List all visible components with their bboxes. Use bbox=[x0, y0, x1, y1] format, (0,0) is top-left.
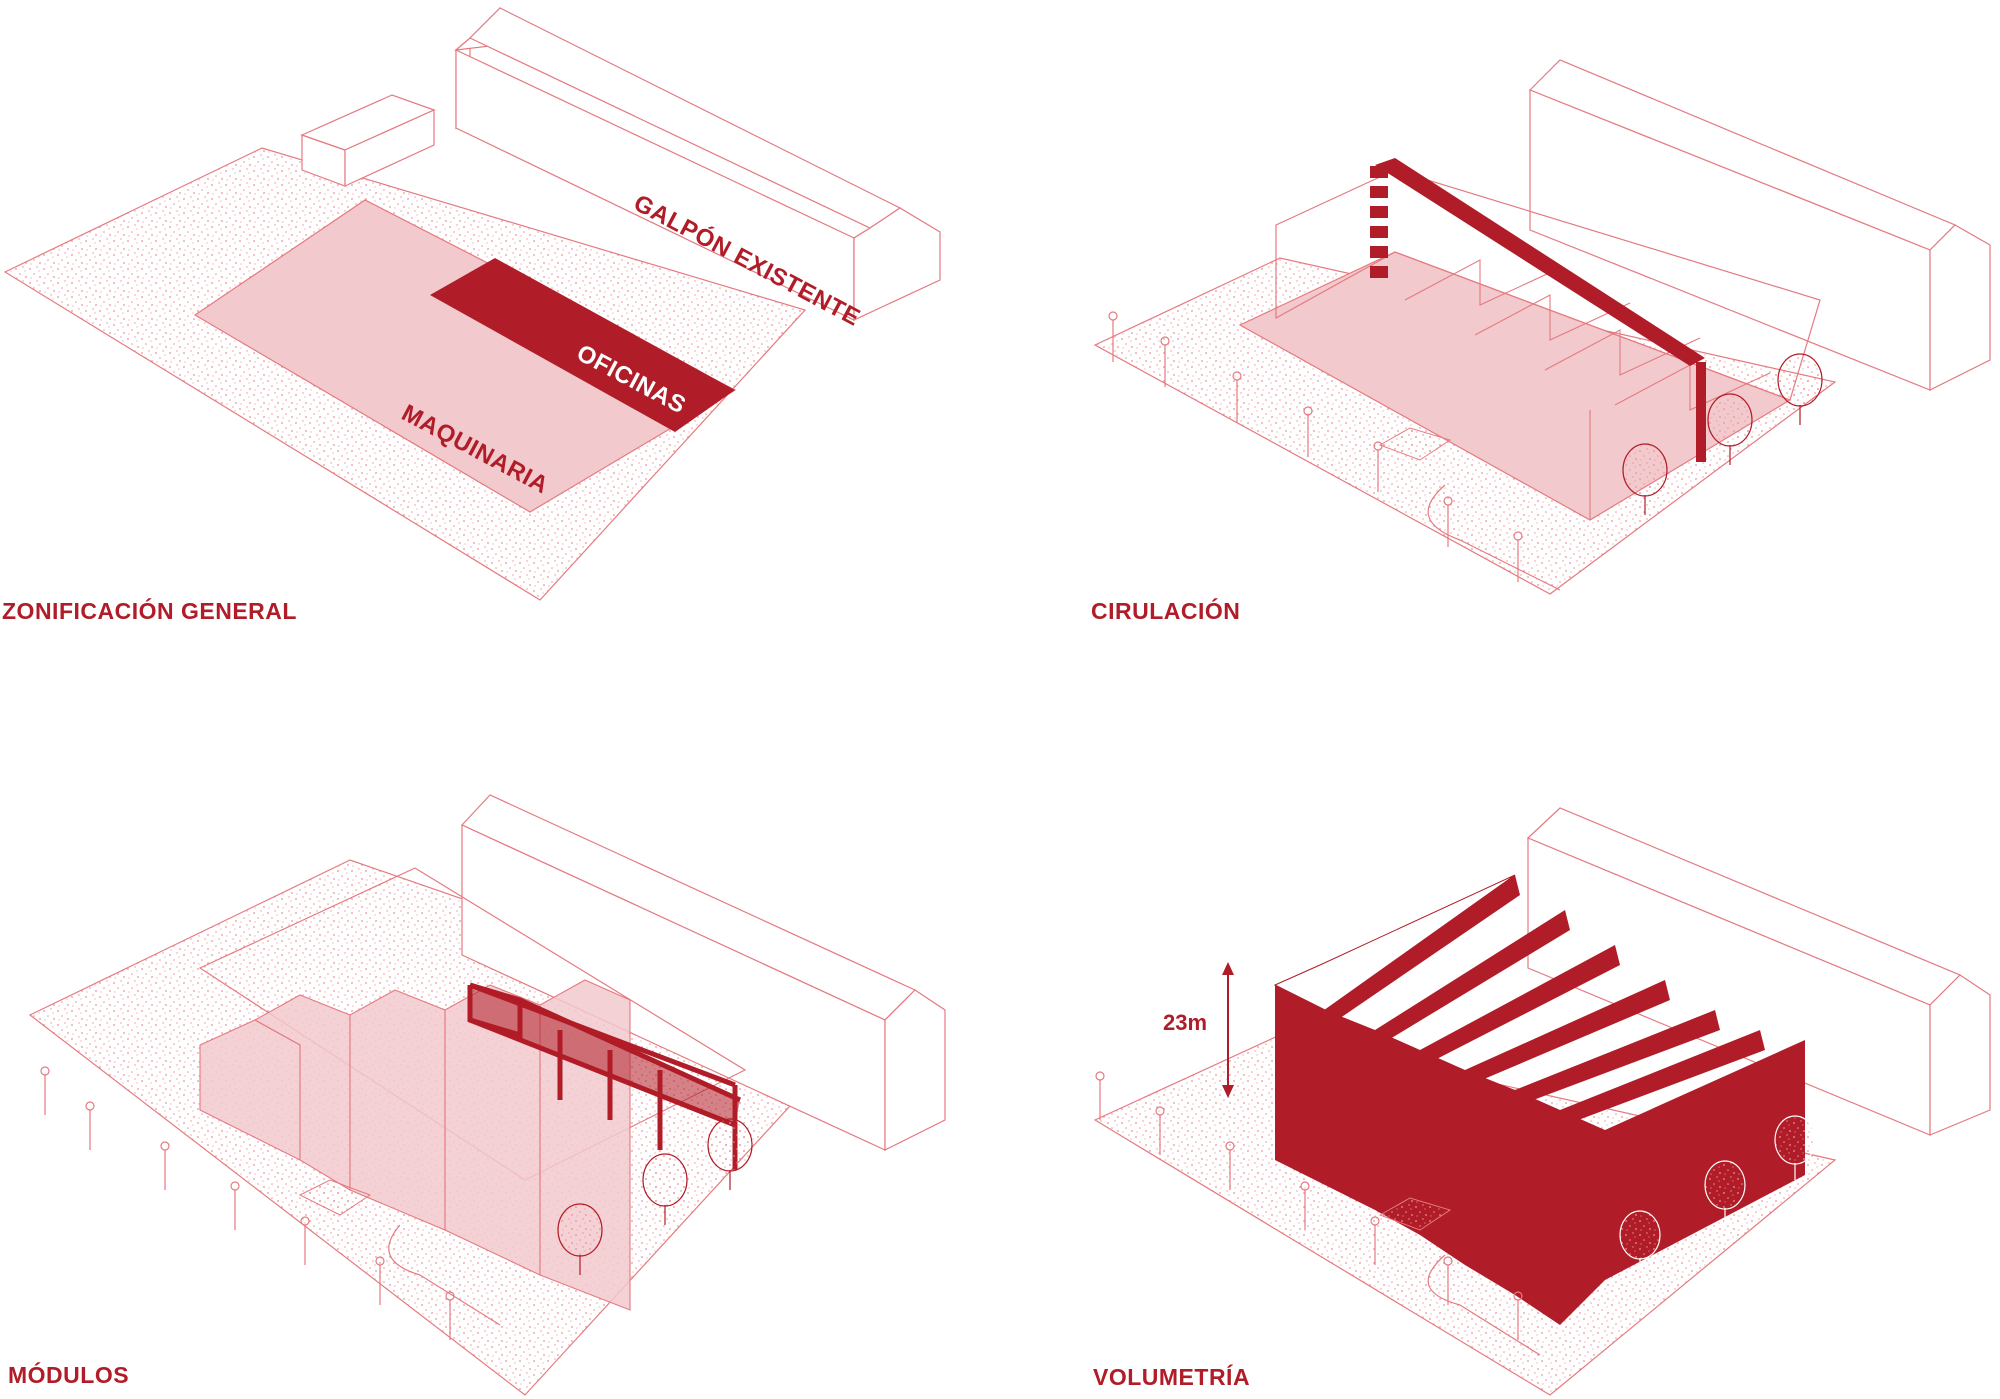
caption-circulacion: CIRULACIÓN bbox=[1091, 597, 1240, 624]
block-front-5 bbox=[1465, 1070, 1515, 1295]
block-front-3 bbox=[1375, 1030, 1420, 1235]
existing-shed bbox=[1526, 807, 1991, 1136]
roof-3 bbox=[1420, 945, 1620, 1065]
caption-modulos: MÓDULOS bbox=[8, 1361, 129, 1388]
panel-zonificacion: GALPÓN EXISTENTE OFICINAS MAQUINARIA ZON… bbox=[2, 7, 941, 624]
roof-1 bbox=[1273, 874, 1516, 1011]
block-front-4 bbox=[1420, 1050, 1465, 1265]
roof-band-1 bbox=[1325, 875, 1520, 1025]
trees bbox=[557, 1118, 753, 1275]
street-lamps bbox=[1108, 311, 1523, 582]
existing-shed bbox=[1528, 59, 1991, 391]
block-front-1 bbox=[1275, 985, 1325, 1185]
small-existing-building bbox=[300, 94, 436, 187]
panel-modulos: MÓDULOS bbox=[8, 794, 946, 1396]
roof-4 bbox=[1465, 980, 1670, 1085]
existing-shed bbox=[454, 7, 941, 322]
module-outlines bbox=[1404, 259, 1771, 520]
walkway-curve bbox=[1427, 1254, 1541, 1356]
plaza bbox=[1378, 427, 1452, 461]
panel-volumetria: 23m VOLUMETRÍA bbox=[1093, 807, 1991, 1396]
roof-5 bbox=[1515, 1010, 1720, 1105]
plaza bbox=[298, 1179, 372, 1216]
walkway-curve bbox=[388, 1224, 501, 1326]
zone-offices bbox=[430, 258, 735, 432]
roof-2 bbox=[1375, 910, 1570, 1045]
caption-zonificacion: ZONIFICACIÓN GENERAL bbox=[2, 597, 297, 624]
height-label: 23m bbox=[1163, 1010, 1207, 1035]
volume-blocks bbox=[1273, 874, 1805, 1325]
block-front-6 bbox=[1515, 1090, 1560, 1325]
height-dimension bbox=[1222, 962, 1234, 1098]
trees bbox=[1619, 1115, 1816, 1275]
block-front-2 bbox=[1325, 1010, 1375, 1210]
modules bbox=[199, 979, 631, 1311]
plaza bbox=[1378, 1197, 1452, 1231]
block-front-7 bbox=[1560, 1110, 1605, 1325]
caption-volumetria: VOLUMETRÍA bbox=[1093, 1363, 1250, 1390]
walkway-curve bbox=[1427, 484, 1561, 591]
street-lamps bbox=[40, 1066, 455, 1340]
roof-6 bbox=[1560, 1030, 1765, 1125]
panel-circulacion: CIRULACIÓN bbox=[1091, 59, 1991, 624]
street-lamps bbox=[1095, 1071, 1523, 1340]
existing-shed bbox=[460, 794, 946, 1151]
circulation-route bbox=[1370, 158, 1706, 462]
modules-highlight bbox=[470, 985, 740, 1125]
trees bbox=[1622, 353, 1823, 515]
